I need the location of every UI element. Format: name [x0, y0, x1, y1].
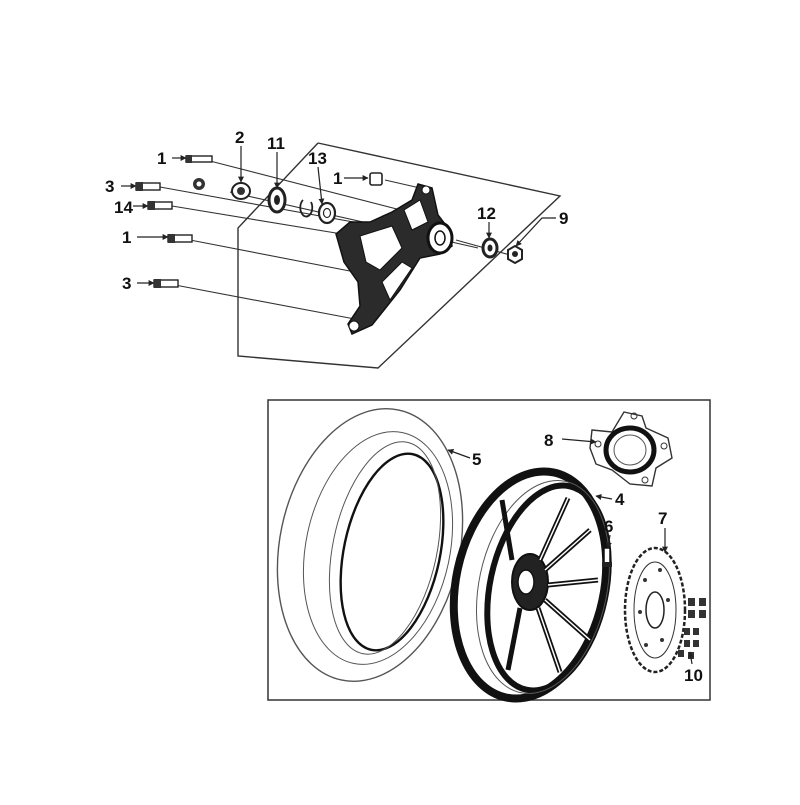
callout-9: 9 [559, 209, 568, 228]
spacer-2 [231, 182, 251, 200]
bolt-3a [135, 182, 161, 191]
callout-1-top: 1 [157, 149, 166, 168]
callout-11: 11 [267, 134, 285, 153]
callout-3-top: 3 [105, 177, 114, 196]
bracket-group-frame [237, 142, 562, 369]
wheel-bracket [335, 183, 454, 336]
callout-13: 13 [308, 149, 327, 168]
valve-6 [602, 547, 612, 567]
cap-1c [369, 172, 383, 186]
bolt-14 [147, 201, 173, 210]
callout-labels: 1 1 1 2 3 3 4 5 6 7 8 9 10 11 12 13 14 [105, 128, 703, 685]
nut-hex [507, 244, 523, 265]
callout-12: 12 [477, 204, 496, 223]
callout-1-middle: 1 [122, 228, 131, 247]
leader-lines [121, 146, 694, 665]
circlip [299, 199, 314, 218]
callout-14: 14 [114, 198, 133, 217]
wheel-rim [449, 467, 612, 703]
callout-8: 8 [544, 431, 553, 450]
callout-10: 10 [684, 666, 703, 685]
bolt-1b [167, 234, 193, 243]
bolt-1a [185, 155, 213, 163]
bearing-11 [267, 186, 287, 214]
callout-2: 2 [235, 128, 244, 147]
tire [276, 408, 464, 682]
bearing-12 [481, 237, 499, 259]
callout-3-bottom: 3 [122, 274, 131, 293]
callout-6: 6 [604, 517, 613, 536]
bolt-3b [153, 279, 179, 288]
callout-5: 5 [472, 450, 481, 469]
brake-disc [623, 546, 687, 674]
washer-13 [317, 201, 337, 225]
callout-1-cap: 1 [333, 169, 342, 188]
nut-small [193, 178, 205, 190]
wheel-group-frame [267, 399, 711, 701]
callout-4: 4 [615, 490, 625, 509]
callout-7: 7 [658, 509, 667, 528]
hub-flange [589, 411, 673, 487]
